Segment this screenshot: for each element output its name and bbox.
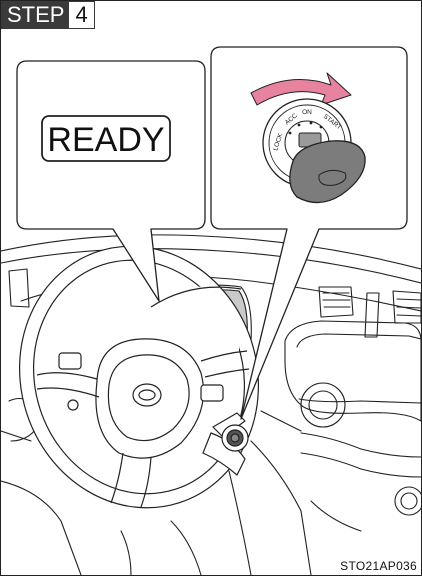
position-on: ON xyxy=(302,109,312,116)
ignition-slot xyxy=(222,425,248,451)
step-label: STEP xyxy=(1,1,69,29)
ready-indicator: READY xyxy=(47,121,164,159)
step-number: 4 xyxy=(69,1,94,29)
step-tag: STEP 4 xyxy=(1,1,95,29)
figure-code: STO21AP036 xyxy=(340,559,417,573)
